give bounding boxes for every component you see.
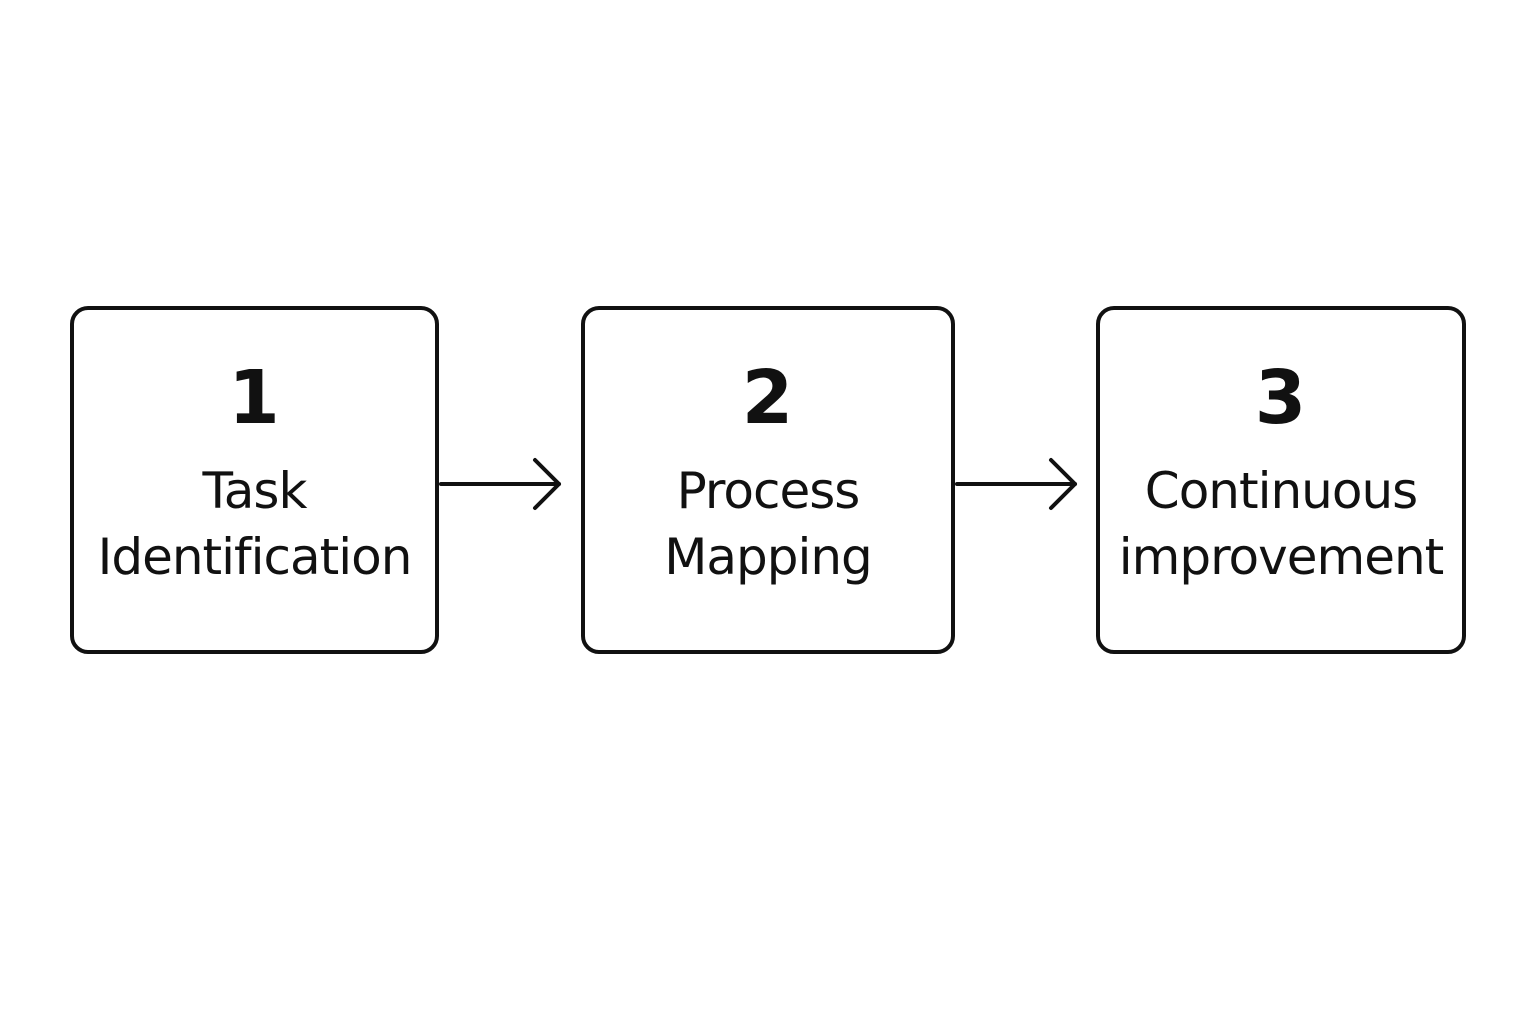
step-box-process-mapping: 2 Process Mapping [581,306,955,654]
arrow-2-to-3 [955,458,1077,510]
step-number: 1 [228,355,281,441]
step-label: Process Mapping [664,462,873,586]
step-box-continuous-improvement: 3 Continuous improvement [1096,306,1466,654]
arrow-1-to-2 [439,458,561,510]
arrow-head-icon [1049,458,1077,510]
arrow-head-icon [533,458,561,510]
step-box-task-identification: 1 Task Identification [70,306,439,654]
step-number: 3 [1254,355,1308,441]
step-number: 2 [741,355,795,441]
step-label: Continuous improvement [1118,462,1445,586]
step-label: Task Identification [97,462,413,586]
